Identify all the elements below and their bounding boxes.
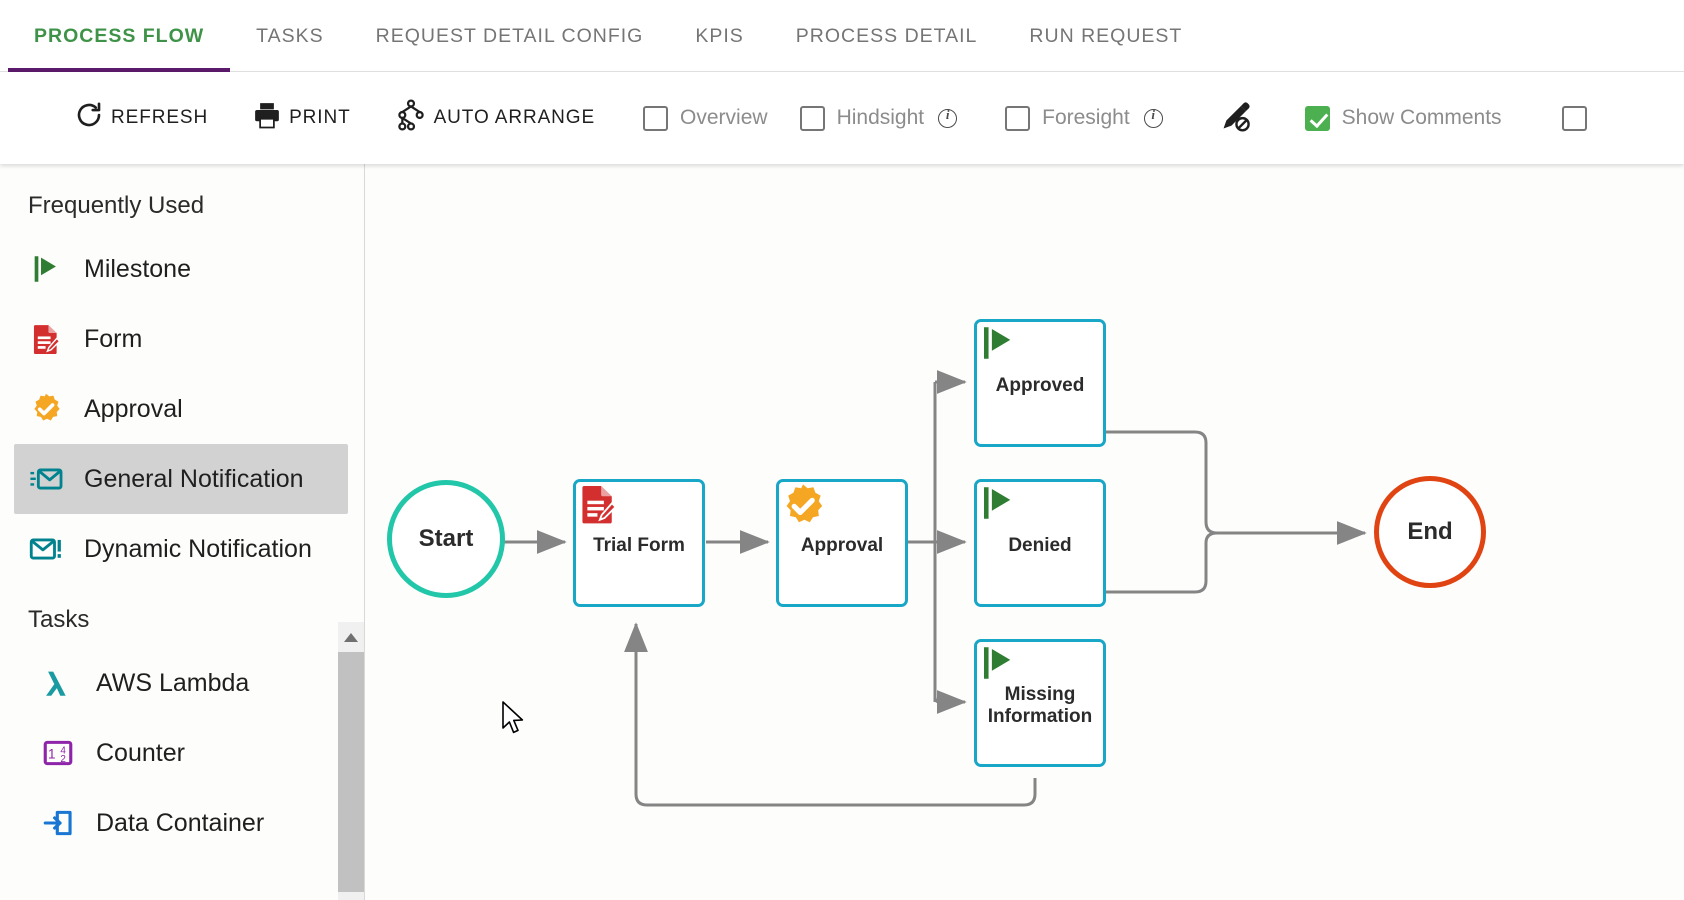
tab-label: REQUEST DETAIL CONFIG	[375, 24, 644, 47]
print-label: PRINT	[289, 107, 351, 128]
flow-node-missing-information[interactable]: Missing Information	[974, 639, 1106, 767]
sidebar-item-label: Milestone	[84, 254, 191, 283]
sidebar-item-label: Dynamic Notification	[84, 534, 312, 563]
sidebar-group-title-tasks: Tasks	[28, 606, 90, 633]
sidebar-item-counter[interactable]: 1 4 2 Counter	[0, 718, 364, 788]
auto-arrange-button[interactable]: AUTO ARRANGE	[373, 93, 617, 143]
sidebar-item-milestone[interactable]: Milestone	[0, 234, 364, 304]
tab-process-flow[interactable]: PROCESS FLOW	[8, 0, 231, 72]
scroll-up-button[interactable]	[338, 622, 364, 652]
svg-text:4: 4	[60, 746, 66, 757]
sidebar-group-title-frequently-used: Frequently Used	[28, 192, 205, 219]
tab-run-request[interactable]: RUN REQUEST	[1003, 0, 1208, 72]
action-toolbar: REFRESH PRINT AUTO ARRANGE Overvi	[0, 72, 1684, 164]
trailing-checkbox[interactable]	[1546, 93, 1603, 143]
main-tab-bar: PROCESS FLOW TASKS REQUEST DETAIL CONFIG…	[0, 0, 1684, 72]
flow-node-start[interactable]: Start	[387, 480, 505, 598]
show-comments-checkbox[interactable]: Show Comments	[1289, 93, 1518, 143]
flow-node-approved[interactable]: Approved	[974, 319, 1106, 447]
tab-label: PROCESS DETAIL	[795, 24, 978, 47]
flow-node-trial-form[interactable]: Trial Form	[573, 479, 705, 607]
print-icon	[252, 100, 282, 136]
flow-node-label-line2: Information	[987, 706, 1093, 727]
tab-process-detail[interactable]: PROCESS DETAIL	[770, 0, 1004, 72]
foresight-label: Foresight	[1042, 106, 1130, 129]
sidebar-item-label: AWS Lambda	[96, 668, 250, 697]
hindsight-checkbox[interactable]: Hindsight	[784, 93, 974, 143]
flow-node-denied[interactable]: Denied	[974, 479, 1106, 607]
main-body: Frequently Used Milestone	[0, 164, 1684, 900]
tab-label: TASKS	[256, 24, 324, 47]
checkbox-box[interactable]	[799, 105, 825, 131]
dynamic-notification-envelope-icon	[28, 531, 64, 567]
scrollbar-thumb[interactable]	[338, 652, 364, 892]
flow-node-end[interactable]: End	[1374, 476, 1486, 588]
flow-node-label: Approval	[800, 535, 884, 557]
palette-sidebar: Frequently Used Milestone	[0, 164, 365, 900]
flow-node-label: Approved	[995, 375, 1085, 397]
tab-label: RUN REQUEST	[1029, 24, 1183, 47]
sidebar-scrollbar[interactable]	[338, 622, 364, 900]
tab-kpis[interactable]: KPIS	[669, 0, 769, 72]
sidebar-item-data-container[interactable]: Data Container	[0, 788, 364, 858]
sidebar-item-dynamic-notification[interactable]: Dynamic Notification	[0, 514, 364, 584]
flow-node-label: Denied	[1008, 535, 1072, 557]
svg-text:2: 2	[60, 754, 66, 765]
foresight-info-icon[interactable]	[1143, 107, 1163, 128]
show-comments-label: Show Comments	[1341, 106, 1502, 129]
tab-label: PROCESS FLOW	[34, 24, 205, 47]
overview-label: Overview	[680, 106, 768, 129]
sidebar-item-general-notification[interactable]: General Notification	[14, 444, 348, 514]
hindsight-label: Hindsight	[836, 106, 925, 129]
sidebar-item-label: Counter	[96, 738, 185, 767]
flow-connectors	[503, 370, 1367, 807]
sidebar-item-label: Data Container	[96, 808, 265, 837]
flow-node-approval[interactable]: Approval	[776, 479, 908, 607]
sidebar-item-label: General Notification	[84, 464, 304, 493]
general-notification-envelope-icon	[28, 461, 64, 497]
flow-node-label: Start	[418, 525, 474, 552]
tab-label: KPIS	[695, 24, 744, 47]
counter-icon: 1 4 2	[40, 735, 76, 771]
flow-node-label: Trial Form	[593, 535, 685, 557]
sidebar-item-label: Form	[84, 324, 143, 353]
flow-node-label-line1: Missing	[1004, 684, 1076, 706]
checkbox-box[interactable]	[1005, 105, 1031, 131]
auto-arrange-label: AUTO ARRANGE	[433, 107, 596, 128]
data-container-icon	[40, 805, 76, 841]
refresh-button[interactable]: REFRESH	[52, 93, 230, 143]
form-document-icon	[28, 321, 64, 357]
sidebar-item-aws-lambda[interactable]: AWS Lambda	[0, 648, 364, 718]
checkbox-box[interactable]	[1561, 105, 1587, 131]
process-flow-canvas[interactable]: Start Trial Form	[365, 164, 1684, 900]
sidebar-item-label: Approval	[84, 394, 183, 423]
print-button[interactable]: PRINT	[230, 93, 373, 143]
overview-checkbox[interactable]: Overview	[627, 93, 784, 143]
flow-node-label: End	[1407, 518, 1453, 545]
refresh-icon	[74, 100, 104, 136]
sidebar-item-form[interactable]: Form	[0, 304, 364, 374]
auto-arrange-icon	[395, 99, 427, 137]
tab-tasks[interactable]: TASKS	[230, 0, 350, 72]
checkbox-box[interactable]	[643, 105, 669, 131]
milestone-flag-icon	[28, 251, 64, 287]
sidebar-item-approval[interactable]: Approval	[0, 374, 364, 444]
pen-disabled-icon	[1219, 99, 1253, 138]
aws-lambda-icon	[40, 665, 76, 701]
checkbox-box[interactable]	[1304, 105, 1330, 131]
disable-annotation-button[interactable]	[1197, 93, 1275, 143]
tab-request-detail-config[interactable]: REQUEST DETAIL CONFIG	[350, 0, 670, 72]
svg-text:1: 1	[48, 747, 55, 762]
approval-badge-icon	[28, 391, 64, 427]
hindsight-info-icon[interactable]	[938, 107, 958, 128]
foresight-checkbox[interactable]: Foresight	[989, 93, 1179, 143]
refresh-label: REFRESH	[111, 107, 209, 128]
